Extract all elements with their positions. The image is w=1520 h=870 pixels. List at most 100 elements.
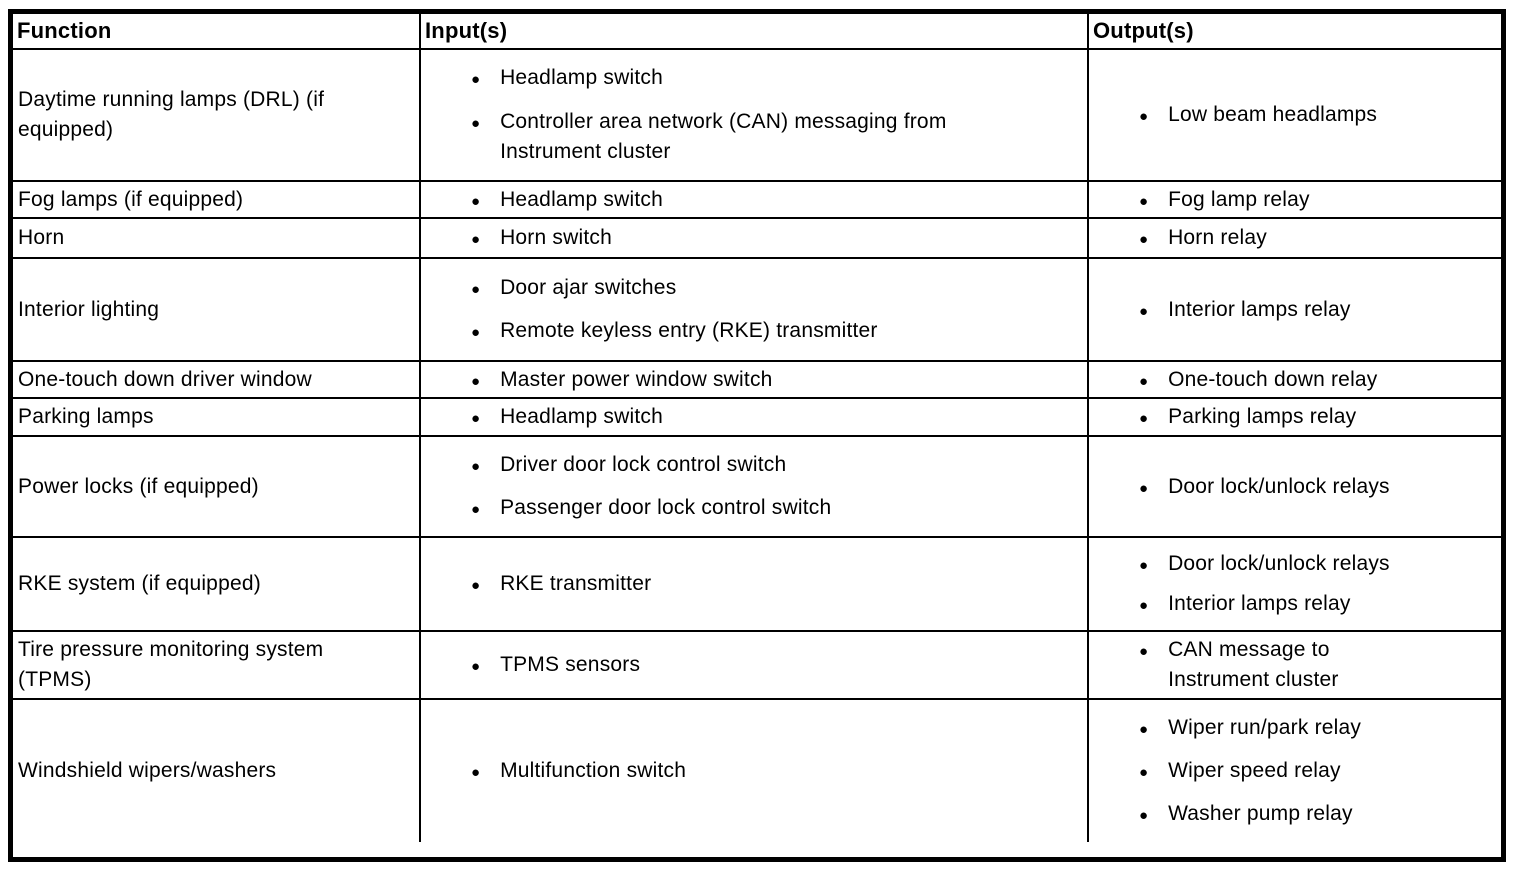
bullet-item: ● Washer pump relay (1139, 799, 1501, 829)
outputs-cell: ● Interior lamps relay (1087, 259, 1501, 360)
bullet-item: ●RKE transmitter (471, 569, 1087, 599)
outputs-cell: ●Parking lamps relay (1087, 399, 1501, 435)
function-cell: One-touch down driver window (13, 362, 419, 397)
bullet-text: Passenger door lock control switch (500, 496, 832, 519)
bullet-item: ●Parking lamps relay (1139, 402, 1501, 432)
bullet-icon: ● (471, 458, 481, 475)
bullet-item: ●CAN message to Instrument cluster (1139, 635, 1501, 695)
bullet-text: One-touch down relay (1168, 367, 1378, 391)
function-label: Horn (18, 226, 65, 249)
bullet-item: ● Horn relay (1139, 223, 1501, 253)
bullet-item: ● Interior lamps relay (1139, 295, 1501, 325)
function-cell: Tire pressure monitoring system (TPMS) (13, 632, 419, 698)
bullet-item: ● Door lock/unlock relays (1139, 549, 1501, 579)
bullet-icon: ● (471, 192, 481, 210)
bullet-item: ●Passenger door lock control switch (471, 493, 1087, 523)
bullet-item: ● Door ajar switches (471, 273, 1087, 303)
inputs-cell: ●Headlamp switch (419, 399, 1087, 435)
table-row: One-touch down driver window ● Master pow… (13, 360, 1501, 397)
bullet-icon: ● (1139, 764, 1149, 781)
bullet-icon: ● (1139, 108, 1149, 125)
bullet-text: RKE transmitter (500, 572, 652, 595)
bullet-text: TPMS sensors (500, 653, 641, 676)
bullet-item: ●Wiper speed relay (1139, 756, 1501, 786)
column-header-outputs: Output(s) (1087, 14, 1501, 48)
function-label: Tire pressure monitoring system (TPMS) (18, 638, 324, 691)
inputs-cell: ●Headlamp switch●Controller area network… (419, 50, 1087, 180)
function-label: Daytime running lamps (DRL) (if equipped… (18, 88, 325, 141)
bullet-icon: ● (1139, 597, 1149, 615)
bullet-icon: ● (471, 71, 481, 89)
function-label: RKE system (if equipped) (18, 572, 261, 595)
bullet-icon: ● (1139, 410, 1149, 427)
outputs-cell: ●Wiper run/park relay●Wiper speed relay●… (1087, 700, 1501, 842)
bullet-icon: ● (1139, 372, 1149, 390)
bullet-item: ●Horn switch (471, 223, 1087, 253)
outputs-cell: ● One-touch down relay (1087, 362, 1501, 397)
bullet-text: Low beam headlamps (1168, 103, 1378, 126)
bullet-text: Remote keyless entry (RKE) transmitter (500, 319, 878, 343)
bullet-icon: ● (1139, 192, 1149, 210)
bullet-icon: ● (1139, 479, 1149, 497)
bullet-icon: ● (1139, 302, 1149, 320)
bullet-icon: ● (1139, 807, 1149, 824)
outputs-cell: ● Door lock/unlock relays (1087, 437, 1501, 536)
bullet-text: Interior lamps relay (1168, 592, 1351, 616)
function-cell: RKE system (if equipped) (13, 538, 419, 630)
function-cell: Daytime running lamps (DRL) (if equipped… (13, 50, 419, 180)
bullet-text: Headlamp switch (500, 187, 663, 211)
function-label: Interior lighting (18, 297, 160, 321)
bullet-text: Master power window switch (500, 367, 773, 391)
bullet-text: Door ajar switches (500, 275, 677, 299)
bullet-text: Driver door lock control switch (500, 453, 787, 476)
bullet-icon: ● (471, 280, 481, 298)
bullet-item: ● Fog lamp relay (1139, 185, 1501, 215)
outputs-cell: ● Low beam headlamps (1087, 50, 1501, 180)
bullet-icon: ● (1139, 231, 1149, 248)
function-label: Fog lamps (if equipped) (18, 187, 244, 211)
table-row: Daytime running lamps (DRL) (if equipped… (13, 48, 1501, 180)
table-row: Fog lamps (if equipped) ● Headlamp switch… (13, 180, 1501, 217)
function-io-table: Function Input(s) Output(s) Daytime runn… (8, 9, 1506, 862)
table-row: Horn ●Horn switch ● Horn relay (13, 217, 1501, 257)
bullet-text: Door lock/unlock relays (1168, 474, 1390, 498)
table-header-row: Function Input(s) Output(s) (13, 14, 1501, 48)
bullet-icon: ● (471, 764, 481, 781)
bullet-icon: ● (1139, 721, 1149, 738)
bullet-text: Fog lamp relay (1168, 187, 1310, 211)
bullet-text: Horn relay (1168, 226, 1267, 249)
table-row: Interior lighting ● Door ajar switches ● Re… (13, 257, 1501, 360)
bullet-icon: ● (471, 410, 481, 427)
bullet-item: ●Headlamp switch (471, 402, 1087, 432)
bullet-item: ●TPMS sensors (471, 650, 1087, 680)
bullet-item: ● Interior lamps relay (1139, 589, 1501, 619)
table-row: Windshield wipers/washers ●Multifunction… (13, 698, 1501, 842)
bullet-item: ● Headlamp switch (471, 185, 1087, 215)
column-header-function: Function (17, 18, 112, 43)
bullet-item: ● Driver door lock control switch (471, 450, 1087, 480)
function-label: One-touch down driver window (18, 367, 312, 391)
bullet-item: ● Multifunction switch (471, 756, 1087, 786)
function-label: Parking lamps (18, 405, 154, 428)
inputs-cell: ● Headlamp switch (419, 182, 1087, 217)
outputs-cell: ● Fog lamp relay (1087, 182, 1501, 217)
function-cell: Parking lamps (13, 399, 419, 435)
bullet-item: ● Door lock/unlock relays (1139, 472, 1501, 502)
bullet-text: Controller area network (CAN) messaging … (500, 109, 947, 163)
outputs-cell: ●CAN message to Instrument cluster (1087, 632, 1501, 698)
bullet-text: Interior lamps relay (1168, 297, 1351, 321)
bullet-text: Door lock/unlock relays (1168, 551, 1390, 575)
function-cell: Interior lighting (13, 259, 419, 360)
bullet-icon: ● (1139, 556, 1149, 574)
table-row: Tire pressure monitoring system (TPMS) ●… (13, 630, 1501, 698)
outputs-cell: ● Horn relay (1087, 219, 1501, 257)
function-cell: Horn (13, 219, 419, 257)
function-label: Power locks (if equipped) (18, 474, 259, 498)
bullet-text: Washer pump relay (1168, 802, 1353, 825)
table-row: Power locks (if equipped) ● Driver door l… (13, 435, 1501, 536)
bullet-text: CAN message to Instrument cluster (1168, 638, 1339, 691)
bullet-text: Multifunction switch (500, 759, 687, 782)
bullet-text: Horn switch (500, 226, 612, 249)
bullet-item: ● One-touch down relay (1139, 365, 1501, 395)
